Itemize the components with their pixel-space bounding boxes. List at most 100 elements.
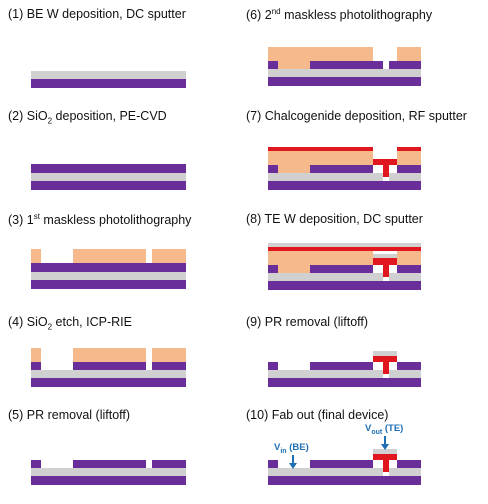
photoresist-segment	[152, 249, 186, 263]
top-oxide-layer	[31, 263, 186, 272]
step-1-title: (1) BE W deposition, DC sputter	[8, 7, 186, 21]
bottom-electrode-layer	[31, 79, 186, 88]
bottom-electrode-layer	[268, 378, 421, 387]
chalcogenide-cell	[373, 454, 397, 460]
step-2-number: (2)	[8, 109, 24, 123]
oxide-layer	[268, 273, 383, 281]
top-oxide-segment	[389, 61, 421, 69]
step-4-number: (4)	[8, 315, 24, 329]
step-5-text: PR removal (liftoff)	[26, 408, 131, 422]
step-8-title: (8) TE W deposition, DC sputter	[246, 212, 423, 226]
chalcogenide-layer	[268, 147, 373, 151]
photoresist-segment	[397, 47, 421, 61]
photoresist-segment	[268, 151, 373, 165]
top-oxide-segment	[397, 265, 421, 273]
step-7-text: Chalcogenide deposition, RF sputter	[264, 109, 467, 123]
top-oxide-segment	[152, 460, 186, 468]
step-10-text: Fab out (final device)	[271, 408, 389, 422]
top-oxide-segment	[310, 265, 373, 273]
stack-step-2	[31, 164, 186, 190]
photoresist-segment	[31, 249, 41, 263]
photoresist-segment	[152, 348, 186, 362]
top-electrode-layer	[268, 243, 421, 247]
photoresist-segment	[397, 151, 421, 165]
top-oxide-segment	[31, 362, 41, 370]
bottom-electrode-layer	[31, 280, 186, 289]
step-10-title: (10) Fab out (final device)	[246, 408, 388, 422]
step-6-text-a: 2	[264, 8, 272, 23]
top-electrode-cap	[373, 254, 397, 258]
top-oxide-segment	[397, 165, 421, 173]
top-oxide-segment	[310, 362, 373, 370]
step-6-text-b: maskless photolithography	[280, 8, 433, 23]
bottom-electrode-layer	[268, 476, 421, 485]
top-oxide-segment	[73, 460, 146, 468]
top-oxide-segment	[268, 61, 278, 69]
oxide-layer	[389, 273, 421, 281]
oxide-layer	[31, 173, 186, 181]
vout-terminal: (TE)	[382, 423, 404, 434]
bottom-electrode-layer	[268, 281, 421, 290]
step-2-text-b: deposition, PE-CVD	[52, 109, 167, 123]
photoresist-fill	[278, 265, 310, 273]
step-10-number: (10)	[246, 408, 269, 422]
stack-step-7	[268, 147, 421, 190]
oxide-layer	[268, 69, 421, 77]
step-1-number: (1)	[8, 7, 24, 21]
step-5-number: (5)	[8, 408, 24, 422]
chalcogenide-plug	[383, 165, 389, 177]
step-4-text-a: SiO	[26, 315, 48, 329]
vout-label: Vout (TE)	[365, 423, 403, 436]
oxide-layer	[31, 272, 186, 280]
step-7-number: (7)	[246, 109, 262, 123]
step-3-text-a: 1	[26, 213, 34, 228]
step-3-text-b: maskless photolithography	[39, 213, 192, 228]
stack-step-3	[31, 249, 186, 289]
bottom-electrode-layer	[31, 476, 186, 485]
bottom-electrode-layer	[31, 181, 186, 190]
vin-arrowhead-icon	[289, 463, 297, 469]
photoresist-segment	[31, 348, 41, 362]
chalcogenide-cell	[373, 356, 397, 362]
oxide-layer	[389, 173, 421, 181]
oxide-layer	[268, 468, 383, 476]
vin-symbol: V	[274, 442, 281, 453]
chalcogenide-layer	[268, 247, 421, 251]
step-3-sup: st	[33, 212, 40, 221]
oxide-layer	[31, 370, 186, 378]
oxide-layer	[268, 370, 383, 378]
oxide-layer	[31, 468, 186, 476]
oxide-layer	[31, 71, 186, 79]
step-2-title: (2) SiO2 deposition, PE-CVD	[8, 109, 167, 126]
photoresist-segment	[268, 251, 373, 265]
top-oxide-segment	[268, 460, 278, 468]
step-3-number: (3)	[8, 213, 24, 228]
top-oxide-segment	[310, 460, 373, 468]
top-oxide-segment	[397, 460, 421, 468]
chalcogenide-layer	[397, 147, 421, 151]
step-6-number: (6)	[246, 8, 262, 23]
vout-symbol: V	[365, 423, 372, 434]
photoresist-fill	[278, 61, 310, 69]
vin-label: Vin (BE)	[274, 442, 309, 455]
chalcogenide-plug	[383, 362, 389, 374]
top-electrode-cap	[373, 351, 397, 356]
top-oxide-segment	[31, 460, 41, 468]
oxide-layer	[389, 370, 421, 378]
step-4-text-b: etch, ICP-RIE	[52, 315, 132, 329]
photoresist-segment	[73, 348, 146, 362]
oxide-layer	[389, 468, 421, 476]
photoresist-segment	[397, 251, 421, 265]
chalcogenide-plug	[383, 265, 389, 277]
top-oxide-segment	[73, 362, 146, 370]
stack-step-4	[31, 348, 186, 387]
vout-subscript: out	[371, 428, 383, 436]
step-4-sub: 2	[47, 322, 53, 332]
step-9-title: (9) PR removal (liftoff)	[246, 315, 368, 329]
step-3-title: (3) 1st maskless photolithography	[8, 212, 191, 227]
vin-subscript: in	[280, 447, 287, 455]
step-2-text-a: SiO	[26, 109, 48, 123]
step-1-text: BE W deposition, DC sputter	[26, 7, 186, 21]
